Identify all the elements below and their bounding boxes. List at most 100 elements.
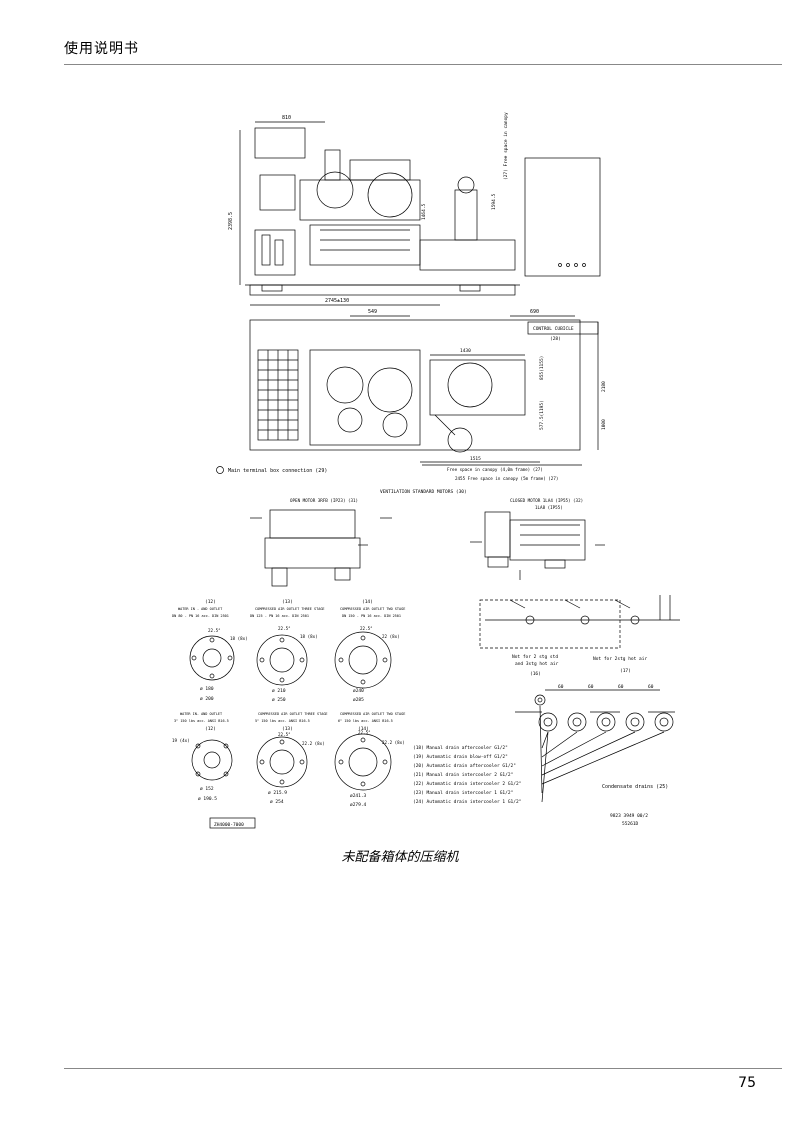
- svg-text:ø 210: ø 210: [272, 688, 286, 694]
- flange-bottom-3: COMPRESSED AIR OUTLET TWO STAGE 6" 150 l…: [334, 712, 405, 808]
- technical-drawing: 810 2398.5 2745±130 1464.5 15: [172, 112, 680, 829]
- dim-690: 690: [530, 309, 539, 315]
- drain-21: (21) Manual drain intercooler 2 G1/2": [413, 772, 513, 778]
- svg-text:(14): (14): [358, 726, 369, 732]
- svg-text:COMPRESSED AIR OUTLET THREE ST: COMPRESSED AIR OUTLET THREE STAGE: [258, 712, 328, 716]
- motor-views: VENTILATION STANDARD MOTORS (30) OPEN MO…: [250, 489, 605, 587]
- model-label: ZH4000-7000: [214, 822, 244, 828]
- free-5m: 2455 Free space in canopy (5m frame) (27…: [455, 476, 558, 481]
- free-4m: Free space in canopy (4,0m frame) (27): [447, 467, 543, 472]
- plan-view: 549 690 CONTROL CUBICLE (28): [216, 309, 607, 481]
- footer-rule: [64, 1068, 782, 1069]
- drain-20: (20) Automatic drain aftercooler G1/2": [413, 763, 516, 769]
- svg-text:WATER IN- AND OUTLET: WATER IN- AND OUTLET: [180, 712, 223, 716]
- svg-text:(14): (14): [362, 599, 373, 605]
- label-17: (17): [620, 668, 631, 674]
- svg-text:22.2 (8x): 22.2 (8x): [302, 741, 325, 746]
- flange-bottom-2: COMPRESSED AIR OUTLET THREE STAGE 5" 150…: [255, 712, 328, 805]
- svg-text:60: 60: [588, 684, 594, 690]
- doc-number-1: 9823 3949 00/2: [610, 813, 648, 819]
- svg-text:22.5°: 22.5°: [360, 626, 373, 631]
- closed-motor-label: CLOSED MOTOR 1LA4 (IP55) (32): [510, 498, 583, 503]
- open-motor-label: OPEN MOTOR 3RFB (IP23) (31): [290, 498, 358, 503]
- svg-text:ø 215.9: ø 215.9: [268, 790, 287, 796]
- dim-549: 549: [368, 309, 377, 315]
- svg-text:DN 125 - PN 16 acc. DIN 2501: DN 125 - PN 16 acc. DIN 2501: [250, 614, 309, 618]
- svg-text:60: 60: [558, 684, 564, 690]
- svg-text:22 (8x): 22 (8x): [382, 634, 400, 639]
- closed-motor-label2: 1LA8 (IP55): [535, 505, 563, 510]
- control-cubicle-num: (28): [550, 336, 561, 342]
- and-3stg: and 3stg hot air: [515, 661, 559, 667]
- svg-text:(12): (12): [205, 599, 216, 605]
- flanges: (12) WATER IN - AND OUTLET DN 80 - PN 16…: [172, 599, 405, 829]
- svg-text:6" 150 lbs acc. ANSI B16.5: 6" 150 lbs acc. ANSI B16.5: [338, 719, 393, 723]
- drain-19: (19) Automatic drain blow-off G1/2": [413, 754, 508, 760]
- dim-1515: 1515: [470, 456, 481, 462]
- svg-text:(13): (13): [282, 599, 293, 605]
- svg-text:ø240: ø240: [353, 688, 364, 694]
- svg-text:22.5°: 22.5°: [358, 730, 371, 735]
- not-2stg-std: Not for 2 stg std: [512, 654, 558, 660]
- svg-text:3" 150 lbs acc. ANSI B16.5: 3" 150 lbs acc. ANSI B16.5: [174, 719, 229, 723]
- elevation-view: 810 2398.5 2745±130 1464.5 15: [228, 112, 601, 306]
- ventilation-label: VENTILATION STANDARD MOTORS (30): [380, 489, 467, 495]
- svg-text:ø279.4: ø279.4: [350, 802, 367, 808]
- svg-text:ø 190.5: ø 190.5: [198, 796, 217, 802]
- dim-1430: 1430: [460, 348, 471, 354]
- drain-23: (23) Manual drain intercooler 1 G1/2": [413, 790, 513, 796]
- dim-1594: 1594.5: [491, 193, 497, 210]
- svg-text:60: 60: [648, 684, 654, 690]
- free-canopy-top: (27) Free space in canopy: [503, 112, 509, 180]
- svg-text:ø 250: ø 250: [272, 697, 286, 703]
- header-rule: [64, 64, 782, 65]
- svg-text:COMPRESSED AIR OUTLET TWO STAG: COMPRESSED AIR OUTLET TWO STAGE: [340, 712, 405, 716]
- control-cubicle: CONTROL CUBICLE: [533, 326, 574, 332]
- flange-top-3: (14) COMPRESSED AIR OUTLET TWO STAGE DN …: [334, 599, 405, 703]
- not-2stg-hot: Not for 2stg hot air: [593, 656, 647, 662]
- dim-2398: 2398.5: [228, 212, 234, 230]
- svg-text:ø 152: ø 152: [200, 786, 214, 792]
- svg-text:60: 60: [618, 684, 624, 690]
- drain-22: (22) Automatic drain intercooler 2 G1/2": [413, 781, 521, 787]
- dim-855: 855(1155): [539, 356, 545, 380]
- svg-text:(13): (13): [282, 726, 293, 732]
- dim-577: 577.5(1195): [539, 400, 545, 430]
- dim-1000: 1000: [601, 419, 607, 430]
- svg-text:22.5°: 22.5°: [278, 732, 291, 737]
- svg-text:DN 150 - PN 16 acc. DIN 2501: DN 150 - PN 16 acc. DIN 2501: [342, 614, 401, 618]
- dim-810: 810: [282, 115, 291, 121]
- drain-detail: Not for 2 stg std and 3stg hot air Not f…: [413, 595, 680, 827]
- flange-top-2: (13) COMPRESSED AIR OUTLET THREE STAGE D…: [250, 599, 325, 703]
- svg-text:18 (8x): 18 (8x): [300, 634, 318, 639]
- svg-text:DN 80 - PN 16 acc. DIN 2501: DN 80 - PN 16 acc. DIN 2501: [172, 614, 229, 618]
- dim-2180: 2180: [601, 381, 607, 392]
- dim-1464: 1464.5: [421, 203, 427, 220]
- flange-bottom-1: WATER IN- AND OUTLET 3" 150 lbs acc. ANS…: [172, 712, 233, 802]
- svg-text:ø285: ø285: [353, 697, 364, 703]
- condensate-label: Condensate drains (25): [602, 784, 668, 790]
- svg-text:22.5°: 22.5°: [278, 626, 291, 631]
- svg-text:COMPRESSED AIR OUTLET THREE ST: COMPRESSED AIR OUTLET THREE STAGE: [255, 607, 325, 611]
- svg-text:(12): (12): [205, 726, 216, 732]
- label-16: (16): [530, 671, 541, 677]
- svg-text:ø 254: ø 254: [270, 799, 284, 805]
- svg-text:COMPRESSED AIR OUTLET TWO STAG: COMPRESSED AIR OUTLET TWO STAGE: [340, 607, 405, 611]
- drain-24: (24) Automatic drain intercooler 1 G1/2": [413, 799, 521, 805]
- svg-text:5" 150 lbs acc. ANSI B16.5: 5" 150 lbs acc. ANSI B16.5: [255, 719, 310, 723]
- svg-text:ø 200: ø 200: [200, 696, 214, 702]
- dim-2745: 2745±130: [325, 298, 349, 304]
- figure-caption: 未配备箱体的压缩机: [341, 850, 459, 865]
- svg-text:22.5°: 22.5°: [208, 628, 221, 633]
- header-title: 使用说明书: [64, 41, 139, 57]
- drain-18: (18) Manual drain aftercooler G1/2": [413, 745, 508, 751]
- page-number: 75: [738, 1075, 756, 1091]
- svg-text:ø241.3: ø241.3: [350, 793, 367, 799]
- flange-top-1: (12) WATER IN - AND OUTLET DN 80 - PN 16…: [172, 599, 248, 702]
- svg-text:18 (8x): 18 (8x): [230, 636, 248, 641]
- terminal-icon: [216, 466, 224, 474]
- doc-number-2: 55261D: [622, 821, 639, 827]
- main-terminal: Main terminal box connection (29): [228, 468, 327, 474]
- svg-text:19 (4x): 19 (4x): [172, 738, 190, 743]
- svg-text:22.2 (8x): 22.2 (8x): [382, 740, 405, 745]
